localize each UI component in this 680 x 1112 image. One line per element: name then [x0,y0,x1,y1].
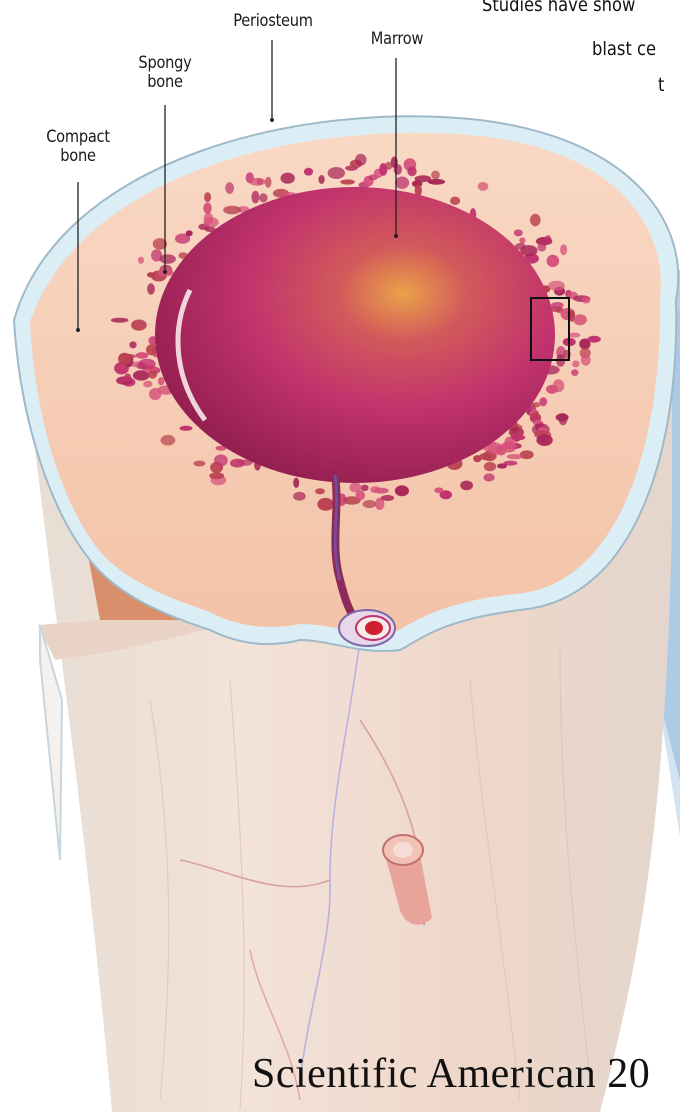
spongy-bone-speck [193,461,205,467]
spongy-bone-speck [259,193,267,202]
spongy-bone-speck [138,359,155,370]
spongy-bone-speck [460,481,473,491]
label-spongy-bone-line1: Spongy [126,54,203,73]
spongy-bone-speck [434,487,443,493]
spongy-bone-speck [204,217,219,227]
spongy-bone-speck [582,297,591,303]
marrow [155,187,555,483]
spongy-bone-speck [572,360,580,367]
spongy-bone-speck [315,488,325,494]
spongy-bone-speck [407,167,416,177]
spongy-bone-speck [514,229,523,236]
spongy-bone-speck [537,243,546,252]
spongy-bone-speck [548,281,565,291]
spongy-bone-speck [129,341,136,348]
spongy-bone-speck [431,171,440,180]
label-periosteum: Periosteum [233,12,314,31]
spongy-bone-speck [138,257,144,264]
spongy-bone-speck [391,157,398,168]
label-compact-bone-line1: Compact [35,128,121,147]
spongy-bone-speck [293,492,306,501]
spongy-bone-speck [573,314,586,325]
spongy-bone-speck [225,182,234,194]
spongy-bone-speck [450,197,460,205]
spongy-bone-speck [546,385,558,394]
spongy-bone-speck [547,255,560,267]
spongy-bone-speck [395,485,409,496]
label-compact-bone: Compact bone [35,128,121,166]
spongy-bone-speck [363,500,377,508]
spongy-bone-speck [532,402,540,407]
spongy-bone-speck [143,381,152,388]
spongy-bone-speck [136,352,149,359]
spongy-bone-speck [186,230,193,236]
spongy-bone-speck [511,435,526,441]
spongy-bone-speck [317,498,333,511]
spongy-bone-speck [581,355,591,366]
cropped-caption-line-2: blast ce [592,38,656,60]
spongy-bone-speck [180,426,193,431]
spongy-bone-speck [265,177,272,188]
label-marrow: Marrow [358,30,435,49]
spongy-bone-speck [251,191,259,204]
spongy-bone-speck [209,472,224,479]
spongy-bone-speck [545,235,552,244]
spongy-bone-speck [415,175,432,182]
spongy-bone-speck [478,182,489,191]
label-compact-bone-line2: bone [35,147,121,166]
source-credit: Scientific American 20 [252,1050,650,1098]
spongy-bone-speck [551,302,564,308]
spongy-bone-speck [370,486,380,493]
spongy-bone-speck [328,167,345,179]
spongy-bone-speck [587,336,600,343]
spongy-bone-speck [293,478,299,488]
spongy-bone-speck [131,320,147,331]
spongy-bone-speck [304,168,313,176]
spongy-bone-speck [569,333,581,338]
cropped-caption-line-3: t [658,74,664,96]
spongy-bone-speck [281,173,295,184]
label-spongy-bone: Spongy bone [126,54,203,92]
spongy-bone-speck [571,369,578,376]
spongy-bone-speck [148,370,157,378]
spongy-bone-speck [507,454,523,459]
spongy-bone-speck [530,214,541,227]
spongy-bone-speck [147,283,155,294]
spongy-bone-speck [161,435,176,446]
spongy-bone-speck [223,206,241,215]
spongy-bone-speck [560,244,567,255]
spongy-bone-speck [158,377,165,385]
spongy-bone-speck [539,397,547,406]
spongy-bone-speck [381,495,394,501]
spongy-bone-speck [214,454,228,466]
spongy-bone-speck [536,434,552,446]
spongy-bone-speck [160,254,176,264]
spongy-bone-speck [355,154,366,166]
spongy-bone-speck [118,376,132,382]
spongy-bone-speck [484,473,495,481]
spongy-bone-speck [111,318,129,323]
spongy-bone-speck [519,237,525,243]
spongy-bone-speck [340,179,355,184]
spongy-bone-speck [203,202,211,213]
spongy-bone-speck [120,354,136,359]
spongy-bone-speck [473,455,481,462]
spongy-bone-speck [559,413,568,425]
spongy-bone-speck [356,490,366,500]
spongy-bone-speck [361,485,369,491]
spongy-bone-speck [249,178,266,186]
cropped-caption-line-1: Studies have show [482,0,635,16]
spongy-bone-speck [204,192,211,202]
spongy-bone-speck [484,462,496,471]
spongy-bone-speck [318,175,324,184]
vessel-cross-section [339,610,395,646]
label-spongy-bone-line2: bone [126,73,203,92]
spongy-bone-speck [395,177,409,189]
spongy-bone-speck [497,463,507,468]
